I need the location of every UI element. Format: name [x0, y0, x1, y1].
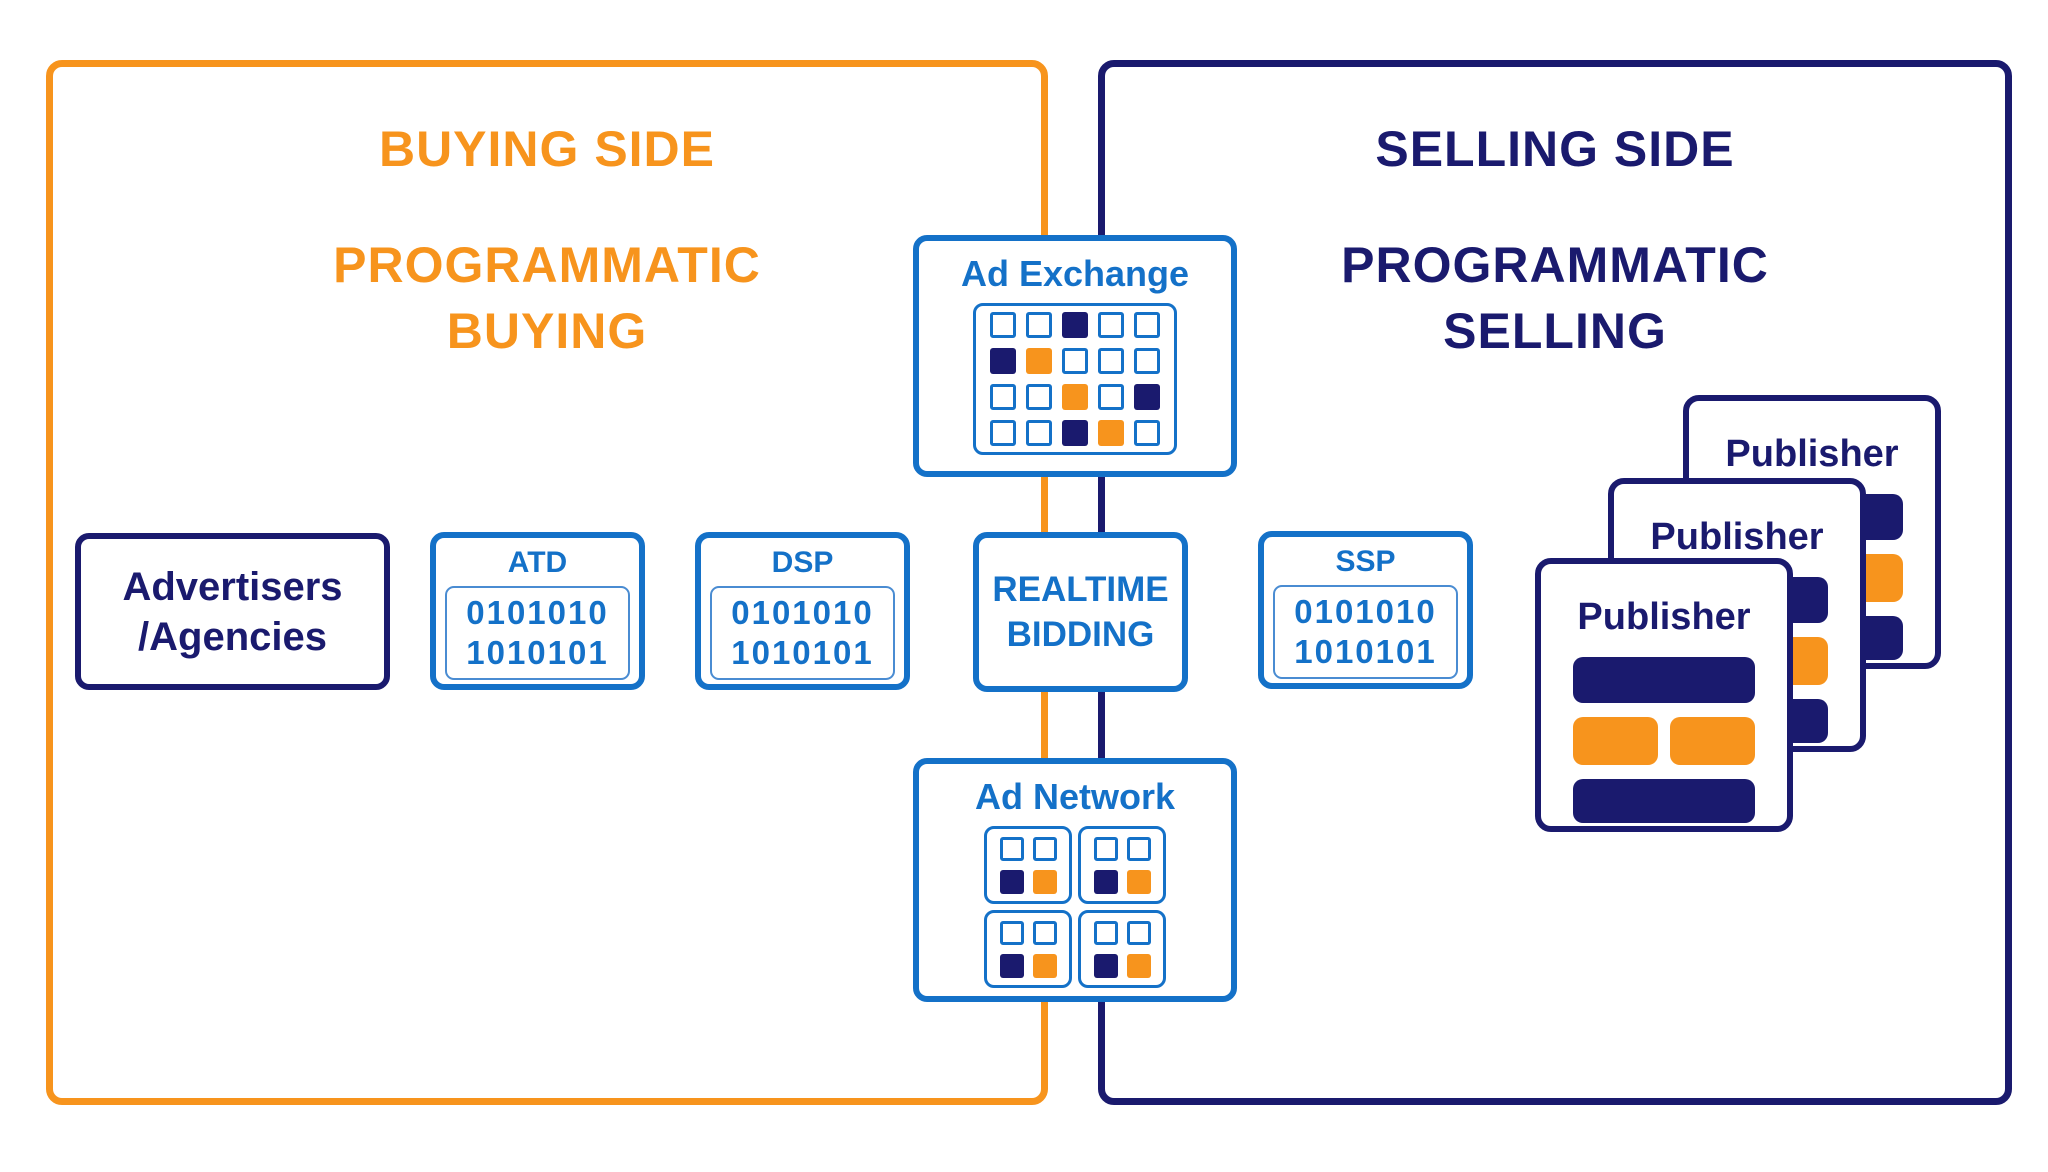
outline-square-icon	[1026, 312, 1052, 338]
outline-square-icon	[1134, 312, 1160, 338]
realtime-bidding-label: REALTIME BIDDING	[992, 567, 1168, 657]
filled-orange-square-icon	[1062, 384, 1088, 410]
atd-box: ATD 0101010 1010101	[430, 532, 645, 690]
bidding-line: BIDDING	[1006, 615, 1155, 654]
dsp-label: DSP	[771, 546, 834, 579]
ad-network-grid-icon	[1093, 836, 1151, 894]
selling-side-title: SELLING SIDE	[1375, 121, 1735, 177]
ad-network-cell	[1078, 826, 1166, 904]
publisher-card-front: Publisher	[1535, 558, 1793, 832]
programmatic-buying-subtitle: PROGRAMMATIC BUYING	[46, 232, 1048, 364]
ad-slot-bar	[1670, 717, 1755, 765]
outline-square-icon	[1026, 420, 1052, 446]
ssp-label: SSP	[1335, 545, 1396, 578]
outline-square-icon	[1032, 836, 1057, 861]
ad-slot-bar	[1573, 717, 1658, 765]
ad-exchange-label: Ad Exchange	[960, 253, 1190, 294]
binary-line: 0101010	[466, 594, 609, 631]
dsp-box: DSP 0101010 1010101	[695, 532, 910, 690]
filled-orange-square-icon	[1032, 869, 1057, 894]
outline-square-icon	[1134, 348, 1160, 374]
binary-line: 1010101	[466, 634, 609, 671]
filled-navy-square-icon	[999, 953, 1024, 978]
outline-square-icon	[1098, 312, 1124, 338]
ssp-binary-panel: 0101010 1010101	[1273, 585, 1458, 679]
atd-binary-panel: 0101010 1010101	[445, 586, 630, 680]
binary-line: 0101010	[1294, 593, 1437, 630]
filled-orange-square-icon	[1126, 869, 1151, 894]
filled-orange-square-icon	[1026, 348, 1052, 374]
outline-square-icon	[990, 384, 1016, 410]
ad-network-cell	[984, 910, 1072, 988]
outline-square-icon	[1134, 420, 1160, 446]
programmatic-buying-line1: PROGRAMMATIC	[333, 237, 761, 293]
ad-network-cells	[984, 826, 1166, 988]
programmatic-selling-line1: PROGRAMMATIC	[1341, 237, 1769, 293]
programmatic-buying-line2: BUYING	[446, 303, 648, 359]
ad-exchange-inventory-grid-icon	[990, 312, 1160, 446]
filled-navy-square-icon	[1093, 869, 1118, 894]
filled-orange-square-icon	[1126, 953, 1151, 978]
outline-square-icon	[1098, 348, 1124, 374]
ad-slot-bar	[1573, 657, 1755, 703]
outline-square-icon	[1062, 348, 1088, 374]
ad-network-cell	[1078, 910, 1166, 988]
filled-orange-square-icon	[1098, 420, 1124, 446]
realtime-line: REALTIME	[992, 570, 1169, 609]
programmatic-selling-subtitle: PROGRAMMATIC SELLING	[1098, 232, 2012, 364]
filled-orange-square-icon	[1032, 953, 1057, 978]
publisher-label: Publisher	[1650, 516, 1824, 558]
realtime-bidding-box: REALTIME BIDDING	[973, 532, 1188, 692]
outline-square-icon	[1093, 836, 1118, 861]
outline-square-icon	[1126, 836, 1151, 861]
buying-side-title: BUYING SIDE	[378, 121, 716, 177]
outline-square-icon	[1032, 920, 1057, 945]
filled-navy-square-icon	[1062, 312, 1088, 338]
filled-navy-square-icon	[1093, 953, 1118, 978]
ad-network-cell	[984, 826, 1072, 904]
programmatic-selling-line2: SELLING	[1443, 303, 1667, 359]
ad-network-grid-icon	[999, 920, 1057, 978]
binary-line: 0101010	[731, 594, 874, 631]
ad-network-label: Ad Network	[974, 776, 1176, 817]
ad-exchange-inventory-panel	[973, 303, 1177, 455]
advertisers-agencies-box: Advertisers /Agencies	[75, 533, 390, 690]
outline-square-icon	[1098, 384, 1124, 410]
atd-label: ATD	[507, 546, 568, 579]
publisher-label: Publisher	[1577, 596, 1751, 638]
binary-line: 1010101	[731, 634, 874, 671]
ad-network-grid-icon	[999, 836, 1057, 894]
outline-square-icon	[1126, 920, 1151, 945]
outline-square-icon	[990, 420, 1016, 446]
advertisers-line: Advertisers	[122, 564, 343, 609]
agencies-line: /Agencies	[138, 614, 327, 659]
filled-navy-square-icon	[1062, 420, 1088, 446]
outline-square-icon	[1093, 920, 1118, 945]
outline-square-icon	[990, 312, 1016, 338]
filled-navy-square-icon	[999, 869, 1024, 894]
publisher-label: Publisher	[1725, 433, 1899, 475]
outline-square-icon	[999, 920, 1024, 945]
ad-slot-row	[1573, 717, 1755, 765]
ssp-box: SSP 0101010 1010101	[1258, 531, 1473, 689]
filled-navy-square-icon	[1134, 384, 1160, 410]
outline-square-icon	[999, 836, 1024, 861]
publisher-ad-slots	[1541, 657, 1787, 823]
outline-square-icon	[1026, 384, 1052, 410]
ad-slot-bar	[1573, 779, 1755, 823]
ad-exchange-box: Ad Exchange	[913, 235, 1237, 477]
ad-network-box: Ad Network	[913, 758, 1237, 1002]
filled-navy-square-icon	[990, 348, 1016, 374]
dsp-binary-panel: 0101010 1010101	[710, 586, 895, 680]
binary-line: 1010101	[1294, 633, 1437, 670]
ad-network-grid-icon	[1093, 920, 1151, 978]
